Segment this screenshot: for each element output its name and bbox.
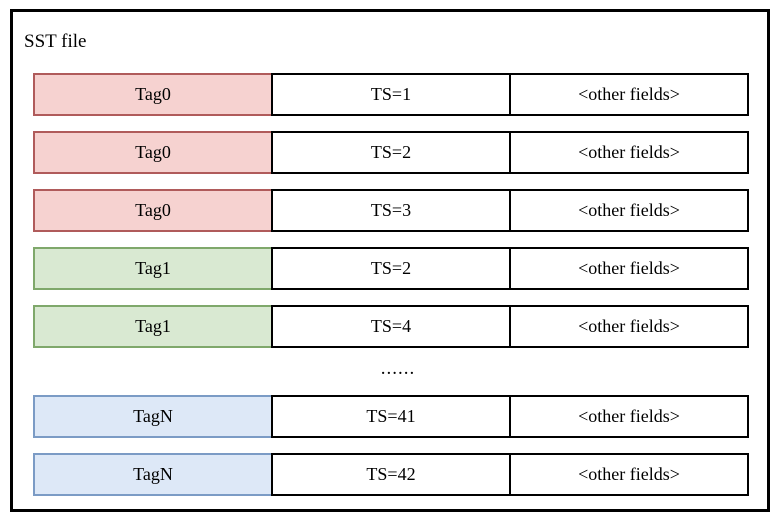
cell-tag: Tag1	[33, 305, 273, 348]
table-row: Tag1 TS=2 <other fields>	[33, 247, 751, 290]
cell-other-fields: <other fields>	[509, 247, 749, 290]
cell-other-fields: <other fields>	[509, 131, 749, 174]
cell-timestamp: TS=3	[271, 189, 511, 232]
table-row: Tag1 TS=4 <other fields>	[33, 305, 751, 348]
table-row: TagN TS=42 <other fields>	[33, 453, 751, 496]
cell-tag: Tag0	[33, 131, 273, 174]
cell-timestamp: TS=41	[271, 395, 511, 438]
table-row: Tag0 TS=1 <other fields>	[33, 73, 751, 116]
sst-file-container: SST file Tag0 TS=1 <other fields> Tag0 T…	[10, 9, 770, 512]
table-row: Tag0 TS=3 <other fields>	[33, 189, 751, 232]
cell-timestamp: TS=1	[271, 73, 511, 116]
cell-other-fields: <other fields>	[509, 453, 749, 496]
cell-other-fields: <other fields>	[509, 305, 749, 348]
cell-tag: Tag0	[33, 73, 273, 116]
cell-timestamp: TS=42	[271, 453, 511, 496]
record-row-list: Tag0 TS=1 <other fields> Tag0 TS=2 <othe…	[13, 12, 773, 515]
sst-file-label: SST file	[24, 31, 87, 52]
ellipsis-separator: ......	[380, 358, 416, 379]
cell-tag: TagN	[33, 453, 273, 496]
table-row: TagN TS=41 <other fields>	[33, 395, 751, 438]
cell-other-fields: <other fields>	[509, 189, 749, 232]
table-row: Tag0 TS=2 <other fields>	[33, 131, 751, 174]
cell-timestamp: TS=2	[271, 131, 511, 174]
cell-other-fields: <other fields>	[509, 395, 749, 438]
cell-timestamp: TS=2	[271, 247, 511, 290]
cell-timestamp: TS=4	[271, 305, 511, 348]
cell-tag: Tag0	[33, 189, 273, 232]
cell-tag: Tag1	[33, 247, 273, 290]
cell-other-fields: <other fields>	[509, 73, 749, 116]
cell-tag: TagN	[33, 395, 273, 438]
